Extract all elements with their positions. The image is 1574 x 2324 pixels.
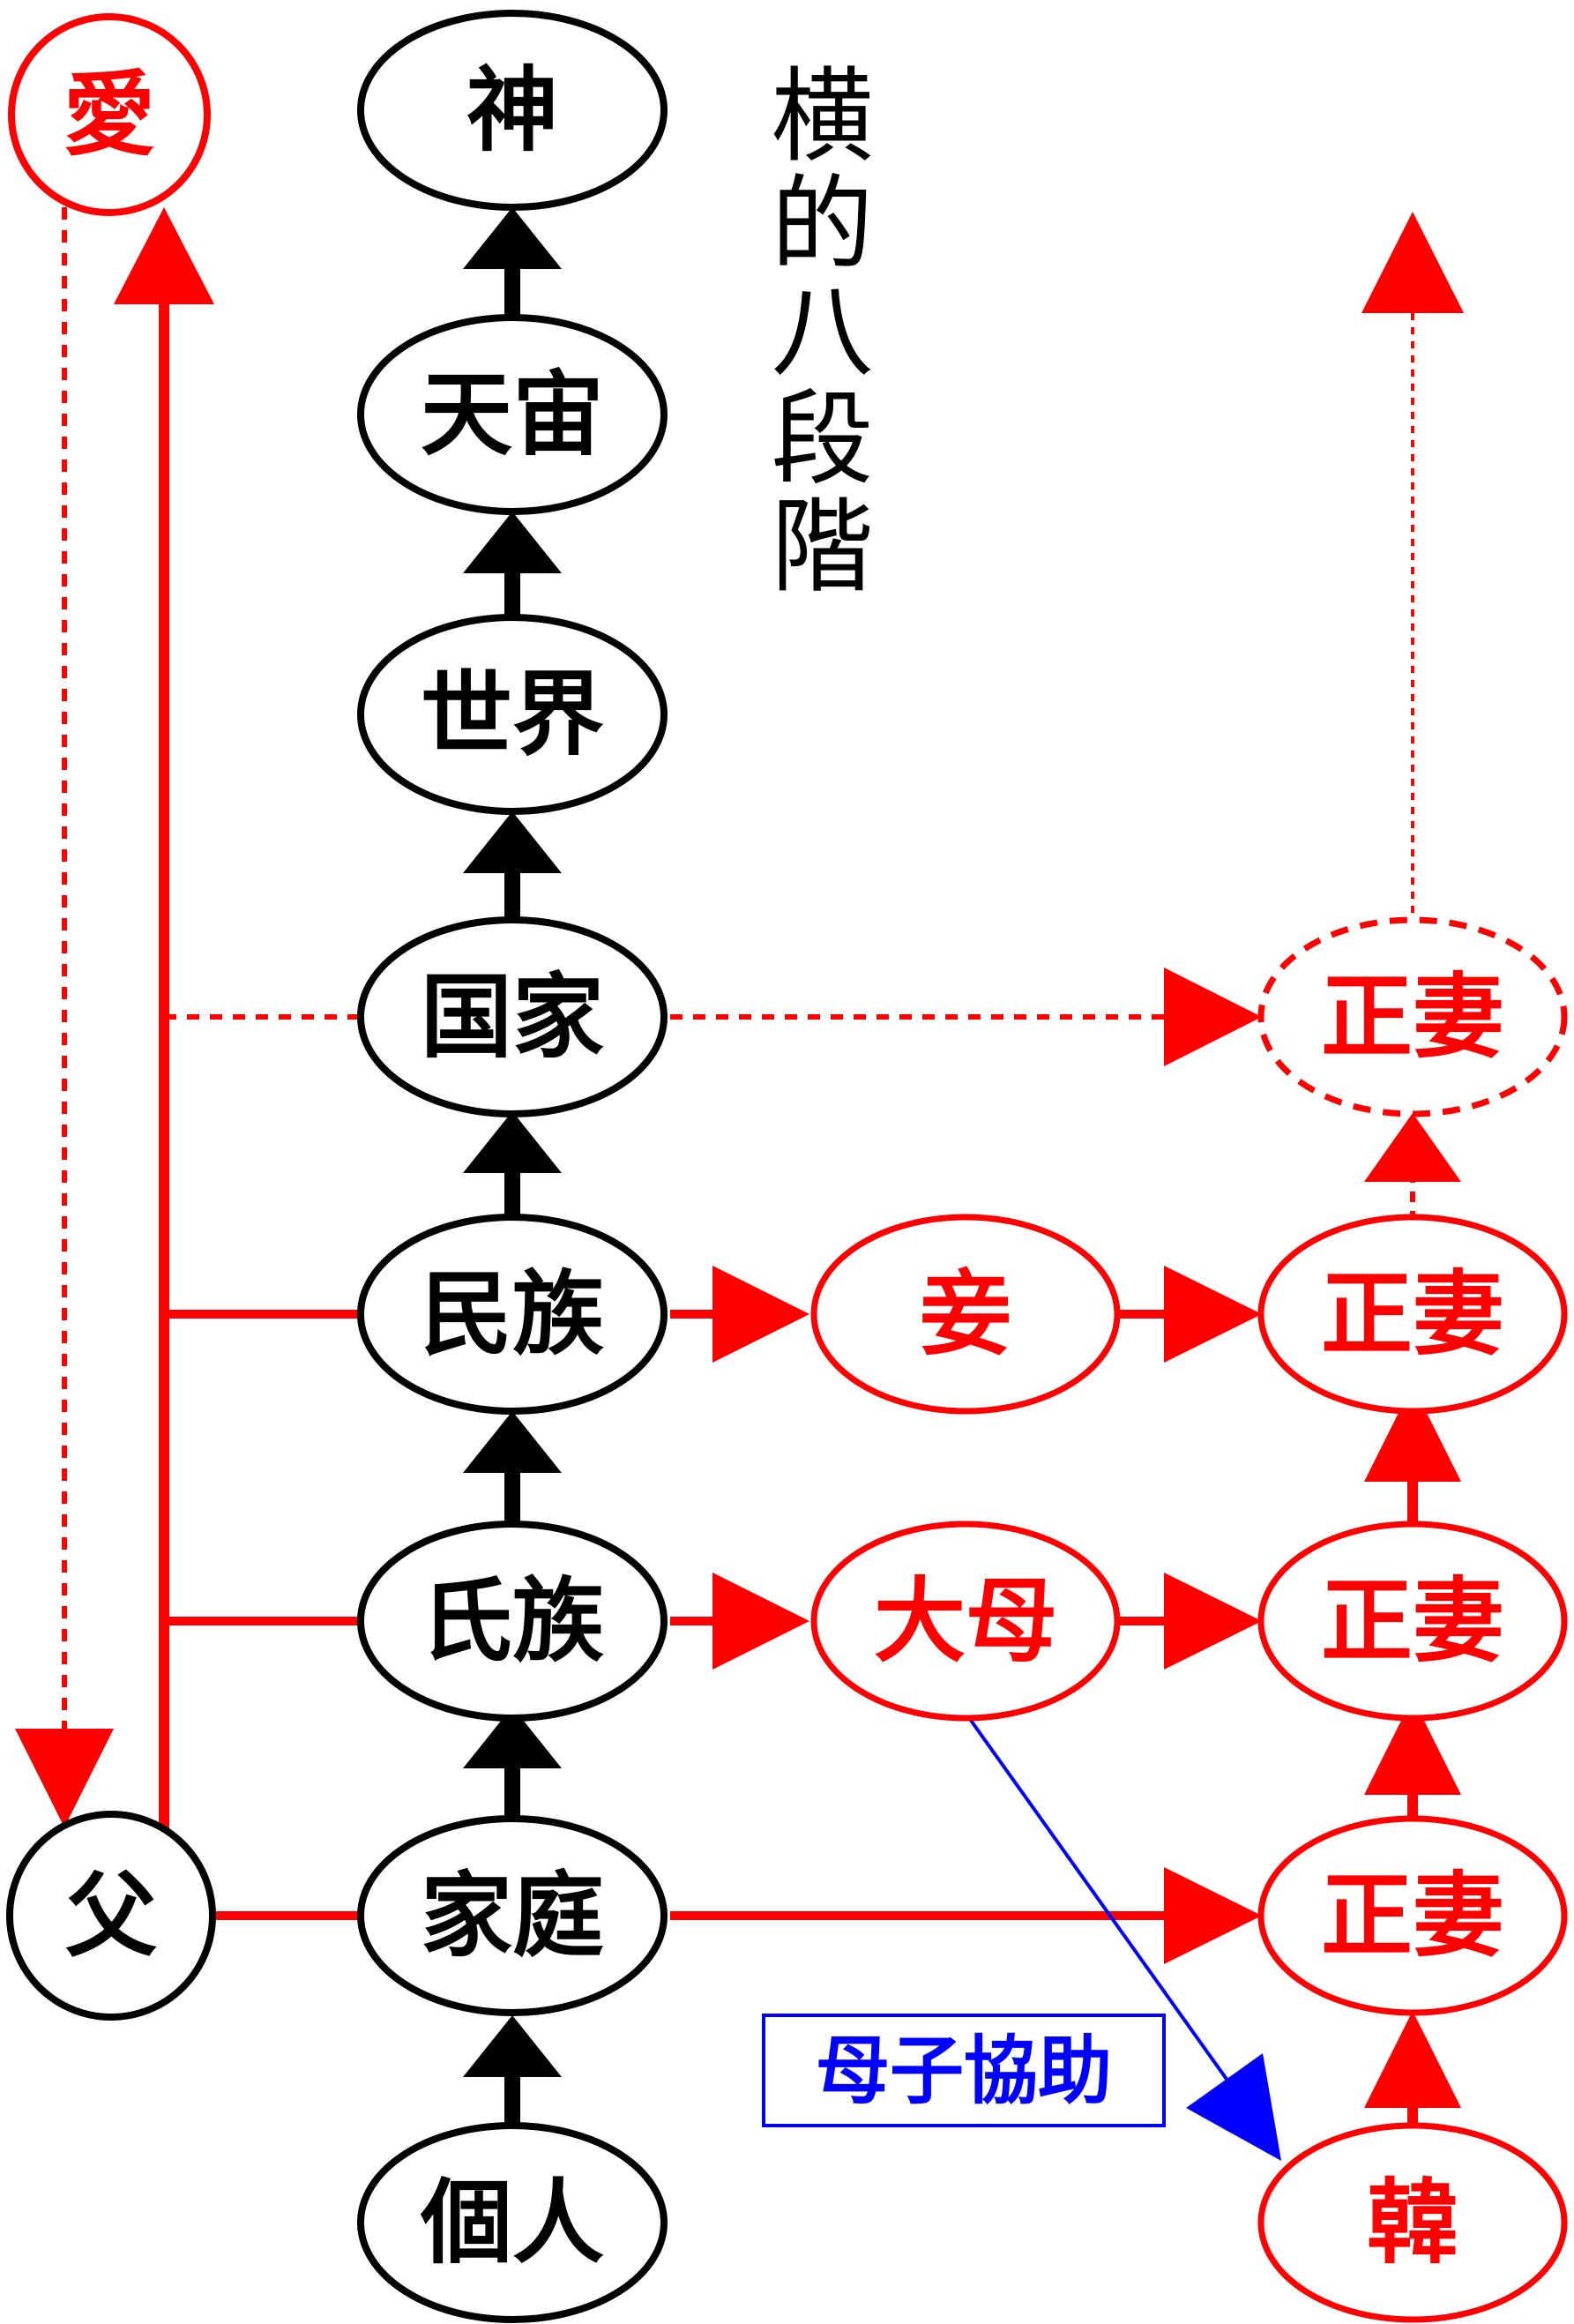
mother-child-cooperation-label: 母子協助 (816, 2028, 1112, 2114)
node-sekai-label: 世界 (421, 661, 604, 768)
node-kami-label: 神 (466, 56, 558, 164)
ladder-arrow-3 (463, 1411, 562, 1539)
node-kokka-label: 国家 (421, 963, 604, 1071)
node-shizoku-label: 氏族 (421, 1567, 604, 1675)
arrowhead-to-wife-2 (1164, 1266, 1262, 1363)
node-great-mother-label: 大母 (874, 1567, 1057, 1675)
node-minzoku: 民族 (357, 1214, 668, 1415)
node-love: 愛 (8, 13, 211, 216)
vertical-title: 横的八段階 (754, 62, 873, 600)
node-minzoku-label: 民族 (421, 1260, 604, 1368)
node-kami: 神 (357, 10, 668, 211)
node-father-label: 父 (65, 1862, 157, 1969)
node-kojin: 個人 (357, 2122, 668, 2323)
node-han: 韓 (1257, 2122, 1568, 2323)
node-wife-family: 正妻 (1257, 1815, 1568, 2016)
node-kokka: 国家 (357, 916, 668, 1117)
node-wife-family-label: 正妻 (1321, 1862, 1504, 1969)
node-concubine-label: 妾 (920, 1260, 1011, 1368)
ladder-nodes: 神 天宙 世界 国家 民族 氏族 家庭 個人 (357, 10, 668, 2323)
node-wife-national-label: 正妻 (1321, 963, 1504, 1071)
node-wife-national: 正妻 (1257, 916, 1568, 1117)
great-mother-to-han-line (966, 1714, 1236, 2092)
arrowhead-to-wife-top (1164, 968, 1262, 1066)
node-wife-people-label: 正妻 (1321, 1260, 1504, 1368)
node-sekai: 世界 (357, 614, 668, 815)
node-kojin-label: 個人 (420, 2169, 604, 2276)
arrowhead-to-father (15, 1729, 114, 1827)
node-wife-clan: 正妻 (1257, 1521, 1568, 1722)
node-uchu-label: 天宙 (421, 361, 604, 468)
node-shizoku: 氏族 (357, 1521, 668, 1722)
node-katei: 家庭 (357, 1815, 668, 2016)
node-wife-people: 正妻 (1257, 1214, 1568, 1415)
arrowhead-wife-chain-3 (1364, 1385, 1461, 1482)
arrowhead-to-concubine (712, 1266, 809, 1363)
arrowhead-to-wife-3 (1164, 1573, 1262, 1670)
mother-child-cooperation-box: 母子協助 (762, 2014, 1166, 2127)
arrowhead-wife-chain-1 (1364, 2011, 1461, 2108)
arrowhead-wife-chain-2 (1364, 1698, 1461, 1795)
node-uchu: 天宙 (357, 314, 668, 515)
node-katei-label: 家庭 (421, 1862, 604, 1969)
node-love-label: 愛 (63, 61, 155, 168)
blue-connector (966, 1714, 1281, 2161)
arrowhead-to-love (114, 207, 214, 304)
node-father: 父 (6, 1811, 216, 2021)
red-connectors (62, 207, 1418, 2152)
arrowhead-wife-chain-4 (1364, 1113, 1461, 1182)
arrowhead-to-wife-4 (1164, 1867, 1262, 1964)
node-wife-clan-label: 正妻 (1321, 1567, 1504, 1675)
arrowhead-to-han (1186, 2053, 1281, 2161)
node-concubine: 妾 (810, 1214, 1121, 1415)
arrowhead-wife-top-up (1361, 212, 1464, 313)
red-arrowheads (15, 207, 1464, 2108)
node-great-mother: 大母 (810, 1521, 1121, 1722)
node-han-label: 韓 (1367, 2169, 1458, 2276)
arrowhead-to-great-mother (712, 1573, 809, 1670)
